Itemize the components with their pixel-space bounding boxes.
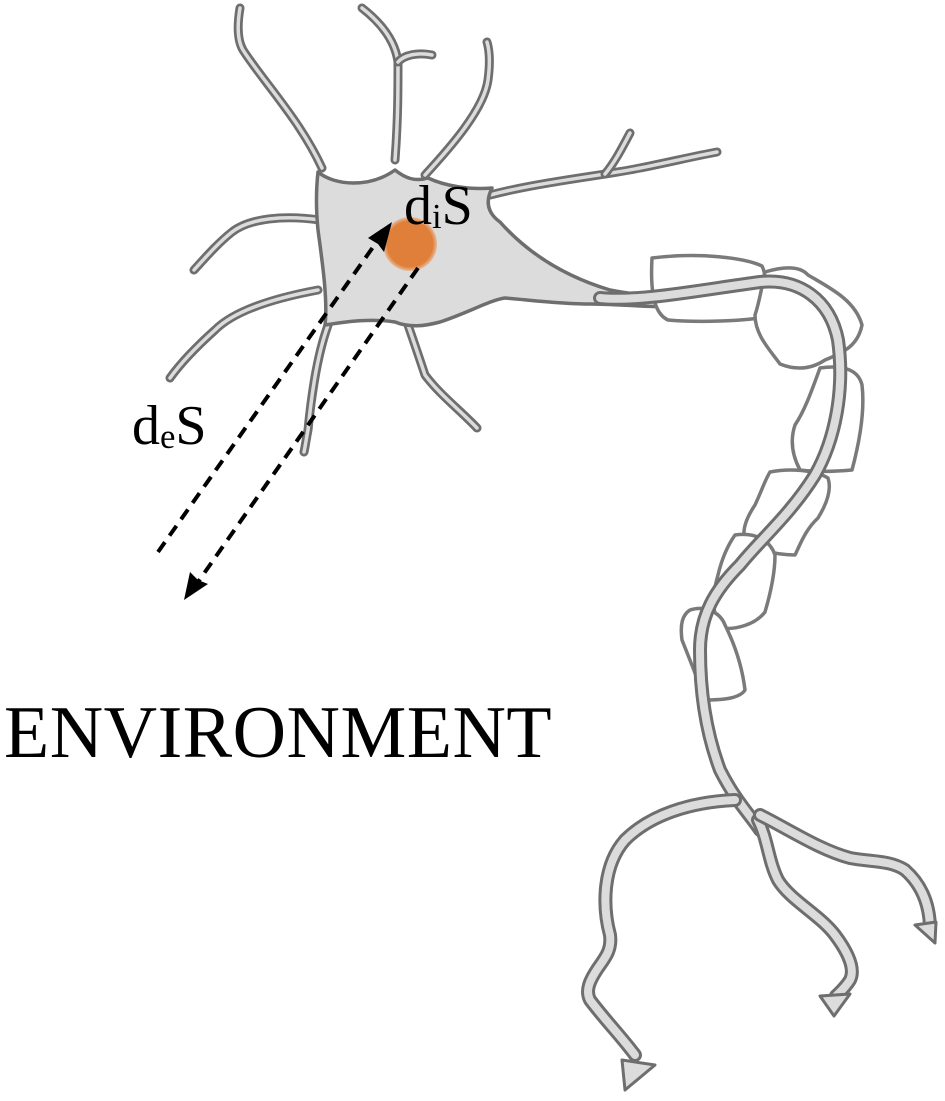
myelin-sheath <box>712 532 777 631</box>
internal-entropy-subscript: i <box>432 197 442 237</box>
inward-flux-arrow <box>156 238 380 554</box>
environment-label: ENVIRONMENT <box>4 692 553 774</box>
external-entropy-label: deS <box>132 398 207 454</box>
axon <box>593 274 848 837</box>
outward-arrowhead-icon <box>184 572 208 600</box>
axon-terminal <box>818 992 852 1018</box>
entropy-production-spot <box>383 217 437 271</box>
external-entropy-subscript: e <box>160 417 176 457</box>
outward-flux-arrow <box>196 266 420 584</box>
inward-arrowhead-icon <box>368 222 392 252</box>
axon-terminal <box>913 920 938 945</box>
axon-terminal <box>620 1058 657 1092</box>
internal-entropy-base: d <box>404 175 432 237</box>
external-entropy-suffix: S <box>175 395 207 457</box>
axon-terminals <box>581 793 938 1092</box>
internal-entropy-label: diS <box>404 178 473 234</box>
internal-entropy-suffix: S <box>441 175 473 237</box>
entropy-flux-arrows <box>156 222 420 600</box>
soma <box>314 168 682 328</box>
external-entropy-base: d <box>132 395 160 457</box>
